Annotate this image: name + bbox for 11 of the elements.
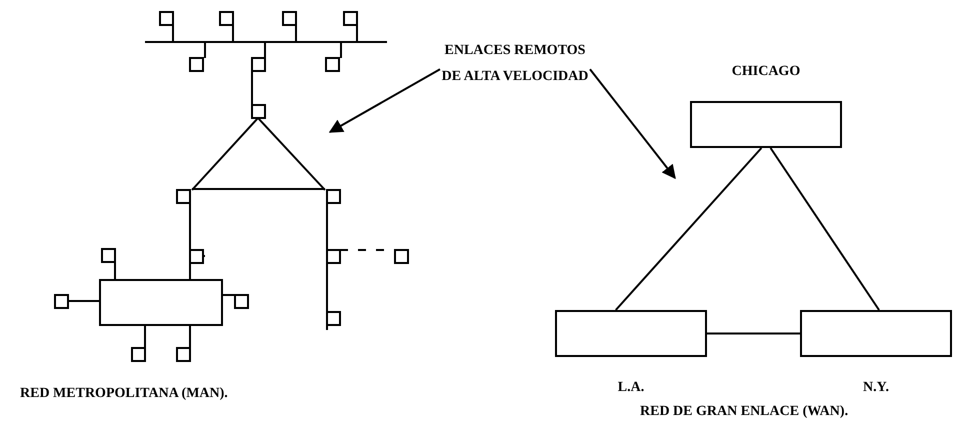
city-label: CHICAGO [730,64,802,80]
annotation-text: ENLACES REMOTOS DE ALTA VELOCIDAD [440,42,590,86]
city-label: N.Y. [862,380,890,396]
link-line [615,147,762,311]
leader-arrow [589,68,676,180]
caption-text: RED METROPOLITANA (MAN). [20,386,228,402]
link-line [707,332,800,334]
caption-text: RED DE GRAN ENLACE (WAN). [640,404,848,420]
city-label: L.A. [616,380,646,396]
link-line [770,147,880,311]
leader-arrow [328,68,440,133]
